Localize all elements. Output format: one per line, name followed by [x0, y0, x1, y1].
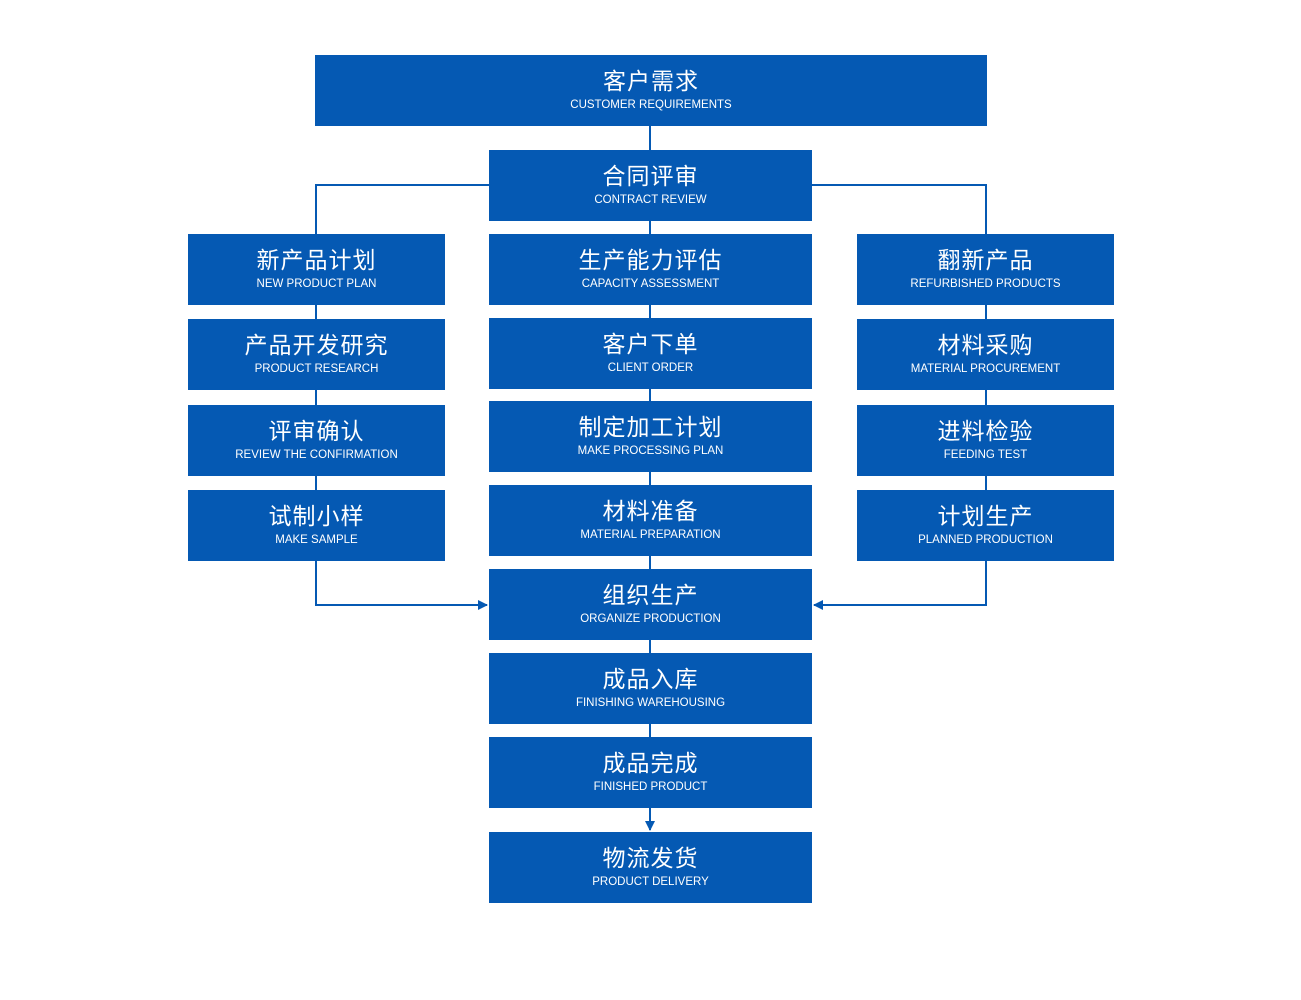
node-organize-production: 组织生产 ORGANIZE PRODUCTION	[489, 569, 812, 640]
node-material-preparation: 材料准备 MATERIAL PREPARATION	[489, 485, 812, 556]
node-title-cn: 进料检验	[937, 419, 1034, 445]
node-product-research: 产品开发研究 PRODUCT RESEARCH	[188, 319, 445, 390]
connector-arrow-right-merge	[813, 561, 987, 610]
connector-arrow-left-merge	[315, 561, 488, 610]
node-finishing-warehousing: 成品入库 FINISHING WAREHOUSING	[489, 653, 812, 724]
node-title-en: FINISHED PRODUCT	[593, 781, 708, 793]
node-make-processing-plan: 制定加工计划 MAKE PROCESSING PLAN	[489, 401, 812, 472]
node-title-en: REFURBISHED PRODUCTS	[910, 278, 1061, 290]
node-title-cn: 材料采购	[937, 333, 1034, 359]
node-title-en: ORGANIZE PRODUCTION	[580, 613, 721, 625]
node-title-en: PRODUCT DELIVERY	[592, 876, 709, 888]
node-title-cn: 合同评审	[602, 164, 699, 190]
node-title-cn: 试制小样	[268, 504, 365, 530]
node-title-cn: 客户下单	[602, 332, 699, 358]
node-title-en: CAPACITY ASSESSMENT	[581, 278, 720, 290]
node-refurbished-products: 翻新产品 REFURBISHED PRODUCTS	[857, 234, 1114, 305]
node-finished-product: 成品完成 FINISHED PRODUCT	[489, 737, 812, 808]
node-material-procurement: 材料采购 MATERIAL PROCUREMENT	[857, 319, 1114, 390]
node-capacity-assessment: 生产能力评估 CAPACITY ASSESSMENT	[489, 234, 812, 305]
node-title-cn: 新产品计划	[256, 248, 377, 274]
node-title-en: NEW PRODUCT PLAN	[256, 278, 377, 290]
node-title-cn: 物流发货	[602, 846, 699, 872]
node-title-cn: 生产能力评估	[578, 248, 723, 274]
node-title-en: REVIEW THE CONFIRMATION	[235, 449, 398, 461]
node-make-sample: 试制小样 MAKE SAMPLE	[188, 490, 445, 561]
node-title-cn: 成品完成	[602, 751, 699, 777]
node-title-en: PRODUCT RESEARCH	[254, 363, 379, 375]
connector-branch-right	[812, 184, 987, 234]
node-title-cn: 客户需求	[603, 69, 699, 95]
node-title-en: MAKE SAMPLE	[275, 534, 358, 546]
node-new-product-plan: 新产品计划 NEW PRODUCT PLAN	[188, 234, 445, 305]
node-contract-review: 合同评审 CONTRACT REVIEW	[489, 150, 812, 221]
node-title-cn: 制定加工计划	[578, 415, 723, 441]
node-title-cn: 评审确认	[268, 419, 365, 445]
node-title-cn: 材料准备	[602, 499, 699, 525]
node-title-en: MATERIAL PROCUREMENT	[910, 363, 1061, 375]
connector-branch-left	[315, 184, 489, 234]
node-product-delivery: 物流发货 PRODUCT DELIVERY	[489, 832, 812, 903]
node-title-en: CONTRACT REVIEW	[594, 194, 707, 206]
node-title-en: PLANNED PRODUCTION	[918, 534, 1053, 546]
node-title-cn: 成品入库	[602, 667, 699, 693]
node-title-en: MATERIAL PREPARATION	[580, 529, 721, 541]
node-title-en: FINISHING WAREHOUSING	[575, 697, 726, 709]
node-title-cn: 产品开发研究	[244, 333, 389, 359]
node-title-en: MAKE PROCESSING PLAN	[577, 445, 724, 457]
node-title-cn: 计划生产	[937, 504, 1034, 530]
node-client-order: 客户下单 CLIENT ORDER	[489, 318, 812, 389]
node-planned-production: 计划生产 PLANNED PRODUCTION	[857, 490, 1114, 561]
node-customer-requirements: 客户需求 CUSTOMER REQUIREMENTS	[315, 55, 987, 126]
node-feeding-test: 进料检验 FEEDING TEST	[857, 405, 1114, 476]
node-title-cn: 翻新产品	[937, 248, 1034, 274]
node-title-cn: 组织生产	[602, 583, 699, 609]
node-title-en: FEEDING TEST	[943, 449, 1028, 461]
node-title-en: CUSTOMER REQUIREMENTS	[570, 99, 732, 111]
node-review-confirmation: 评审确认 REVIEW THE CONFIRMATION	[188, 405, 445, 476]
node-title-en: CLIENT ORDER	[607, 362, 694, 374]
